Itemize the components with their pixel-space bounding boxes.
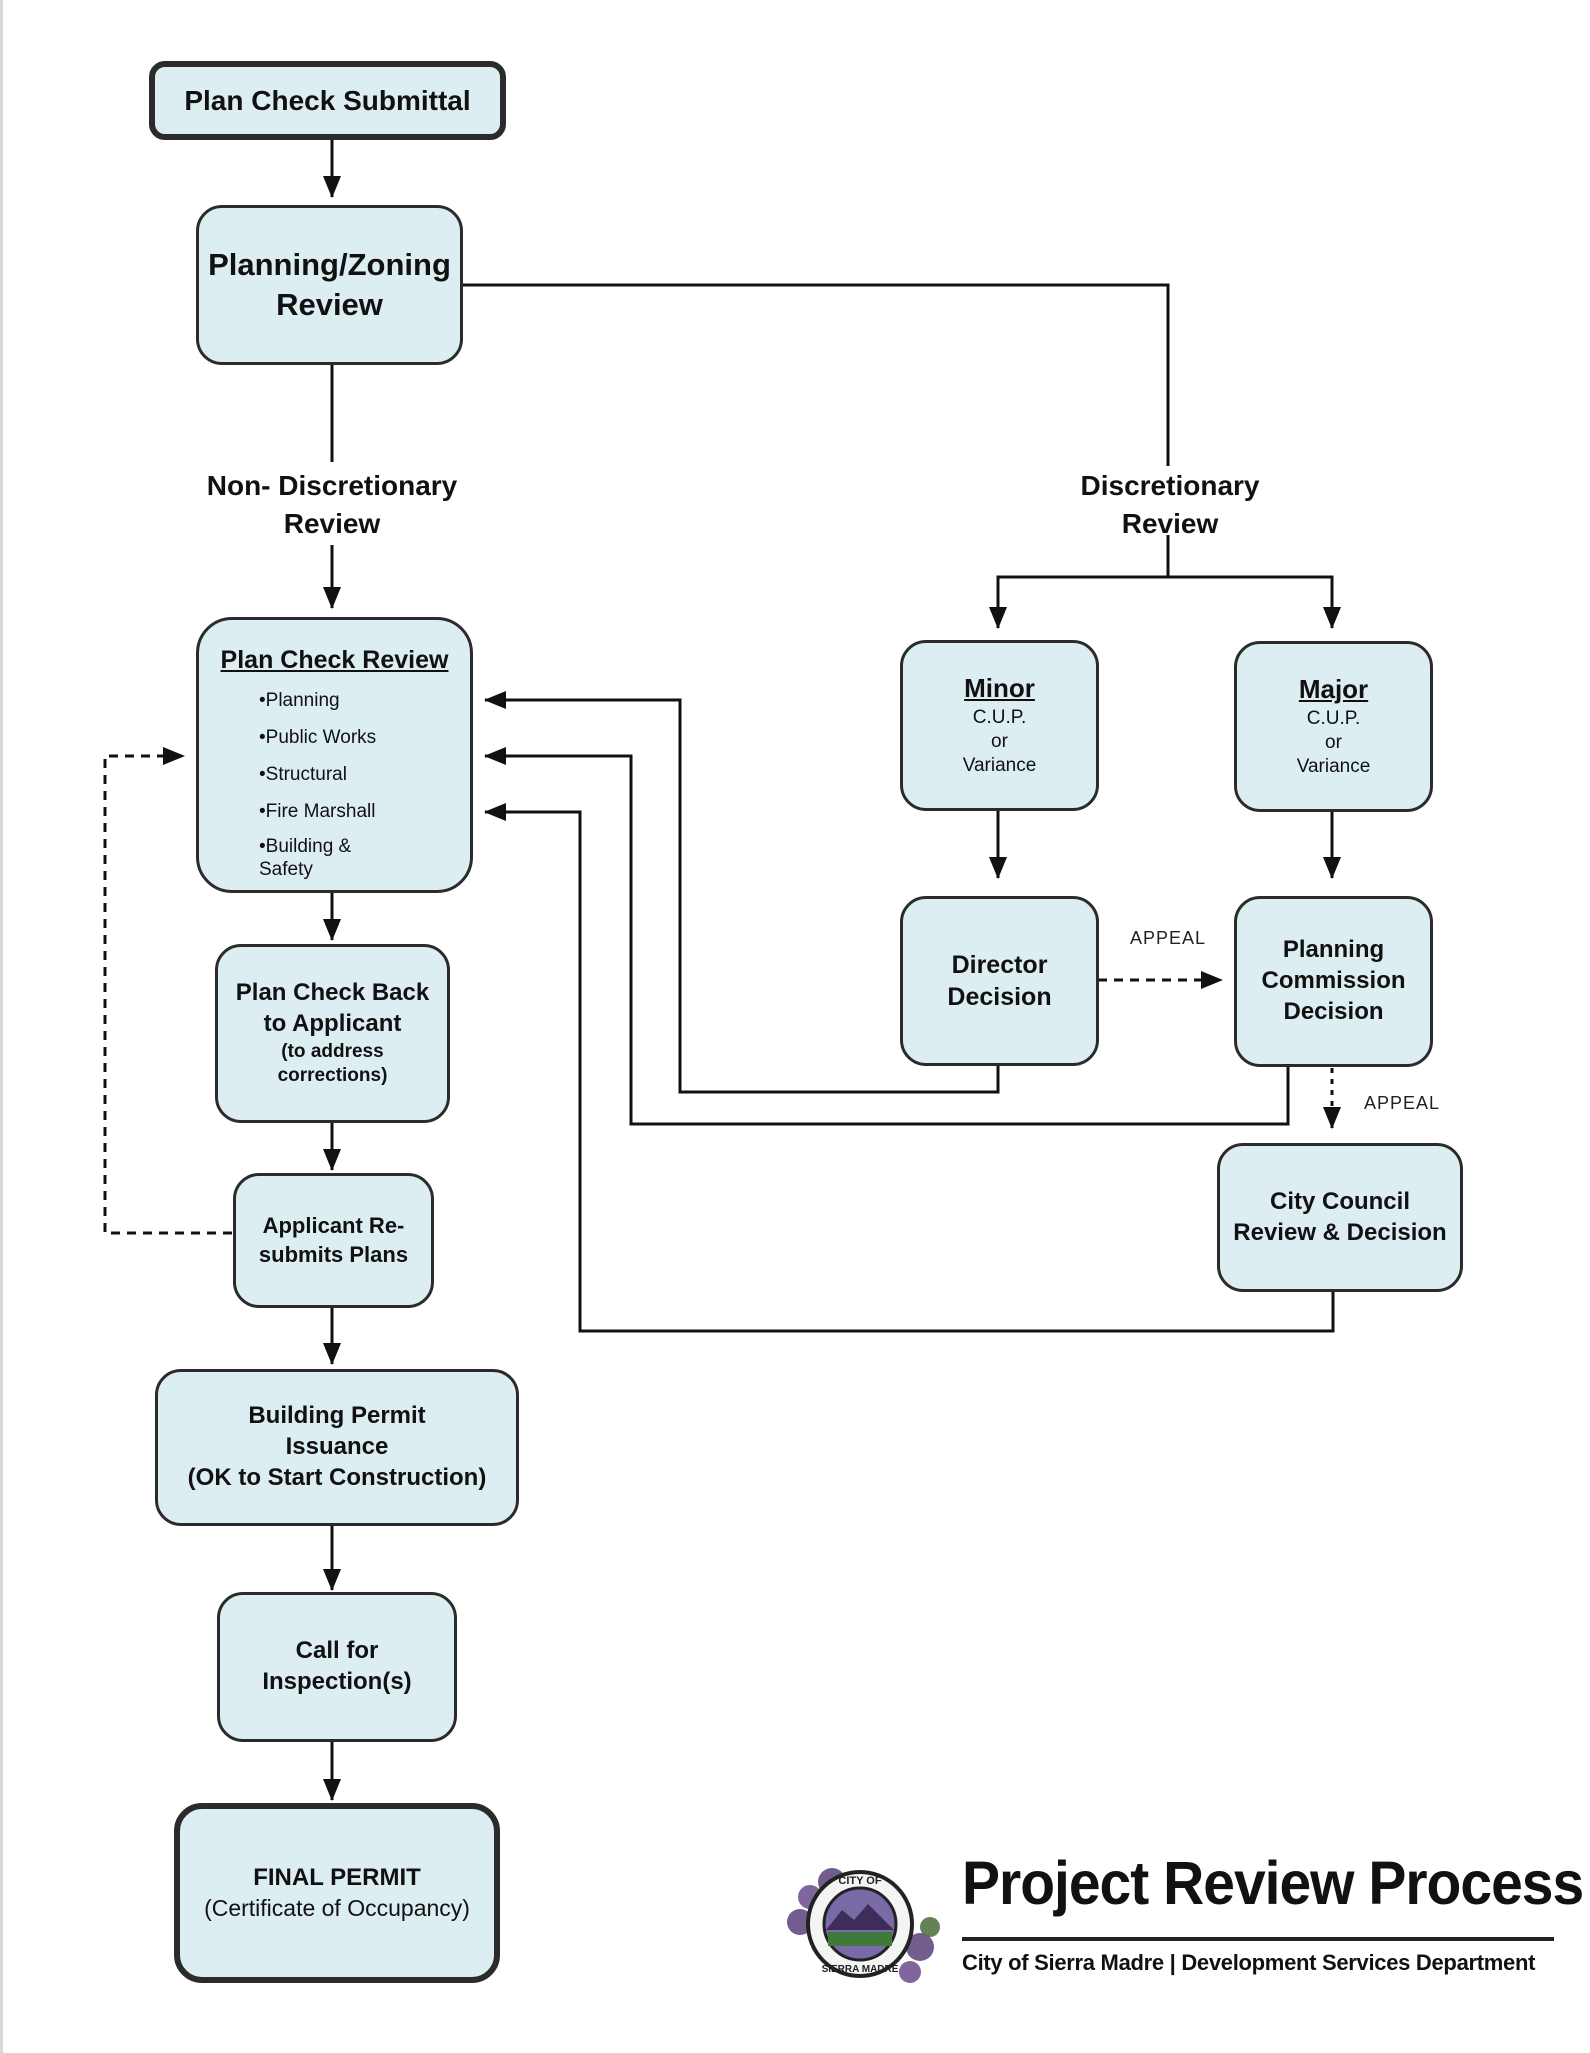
svg-text:SIERRA MADRE: SIERRA MADRE [822, 1964, 899, 1975]
label-appeal-commission: APPEAL [1364, 1093, 1440, 1114]
director-text: Director Decision [947, 951, 1052, 1011]
return-director-to-review [484, 691, 1000, 1094]
label-appeal-director: APPEAL [1130, 928, 1206, 949]
return-council-to-review [484, 803, 1335, 1333]
review-item: •Structural [259, 764, 347, 786]
svg-text:CITY OF: CITY OF [838, 1875, 881, 1887]
resubmits-text: Applicant Re-submits Plans [258, 1213, 409, 1267]
minor-line2: or [991, 730, 1008, 752]
box-final-permit: FINAL PERMIT (Certificate of Occupancy) [174, 1803, 500, 1983]
submittal-text: Plan Check Submittal [184, 84, 471, 116]
review-item: •Public Works [259, 727, 377, 749]
review-item: •Planning [259, 690, 340, 711]
footer-subtitle: City of Sierra Madre | Development Servi… [962, 1950, 1536, 1975]
final-permit-title: FINAL PERMIT [253, 1863, 421, 1891]
page-edge [0, 0, 3, 2053]
box-minor-cup: Minor C.U.P. or Variance [900, 640, 1099, 811]
non-discretionary-text: Non- Discretionary Review [206, 470, 458, 539]
back-to-applicant-title: Plan Check Back to Applicant [235, 979, 430, 1038]
box-planning-zoning-review: Planning/Zoning Review [196, 205, 463, 365]
box-call-for-inspection: Call for Inspection(s) [217, 1592, 457, 1742]
review-item: •Building & Safety [259, 836, 352, 880]
line-discretionary-split-major [1168, 575, 1341, 629]
label-discretionary: Discretionary Review [1030, 467, 1310, 543]
minor-line3: Variance [962, 755, 1037, 777]
permit-issuance-title: Building Permit Issuance [248, 1402, 426, 1461]
label-non-discretionary: Non- Discretionary Review [182, 467, 482, 543]
box-plan-check-review: Plan Check Review •Planning •Public Work… [196, 617, 473, 893]
commission-text: Planning Commission Decision [1261, 936, 1406, 1025]
major-line1: C.U.P. [1306, 707, 1361, 729]
city-seal-logo: CITY OF SIERRA MADRE [787, 1868, 940, 1983]
plan-check-review-title: Plan Check Review [220, 646, 449, 674]
back-to-applicant-note: (to address corrections) [277, 1040, 388, 1087]
review-items-list: •Planning •Public Works •Structural •Fir… [259, 682, 376, 882]
appeal-text-2: APPEAL [1364, 1093, 1441, 1113]
dashed-resubmit-loop [103, 747, 232, 1235]
footer-title: Project Review Process [962, 1849, 1584, 1919]
permit-issuance-note: (OK to Start Construction) [187, 1463, 487, 1491]
box-back-to-applicant: Plan Check Back to Applicant (to address… [215, 944, 450, 1123]
box-building-permit-issuance: Building Permit Issuance (OK to Start Co… [155, 1369, 519, 1526]
line-discretionary-split [989, 535, 1170, 629]
inspection-text: Call for Inspection(s) [262, 1637, 412, 1695]
minor-line1: C.U.P. [972, 706, 1027, 728]
council-text: City Council Review & Decision [1233, 1187, 1447, 1246]
return-commission-to-review [484, 747, 1290, 1126]
discretionary-text: Discretionary Review [1080, 470, 1260, 539]
box-major-cup: Major C.U.P. or Variance [1234, 641, 1433, 812]
box-applicant-resubmits: Applicant Re-submits Plans [233, 1173, 434, 1308]
major-line3: Variance [1296, 756, 1371, 778]
footer-divider [962, 1937, 1554, 1941]
planning-zoning-text: Planning/Zoning Review [208, 247, 451, 322]
major-line2: or [1325, 731, 1342, 753]
line-zoning-to-discretionary [460, 283, 1170, 466]
major-title: Major [1298, 674, 1369, 705]
review-item: •Fire Marshall [259, 801, 376, 823]
box-director-decision: Director Decision [900, 896, 1099, 1066]
box-plan-check-submittal: Plan Check Submittal [149, 61, 506, 140]
minor-title: Minor [964, 673, 1035, 704]
box-planning-commission-decision: Planning Commission Decision [1234, 896, 1433, 1067]
box-city-council-review: City Council Review & Decision [1217, 1143, 1463, 1292]
appeal-text-1: APPEAL [1130, 928, 1207, 948]
final-permit-note: (Certificate of Occupancy) [204, 1894, 470, 1921]
